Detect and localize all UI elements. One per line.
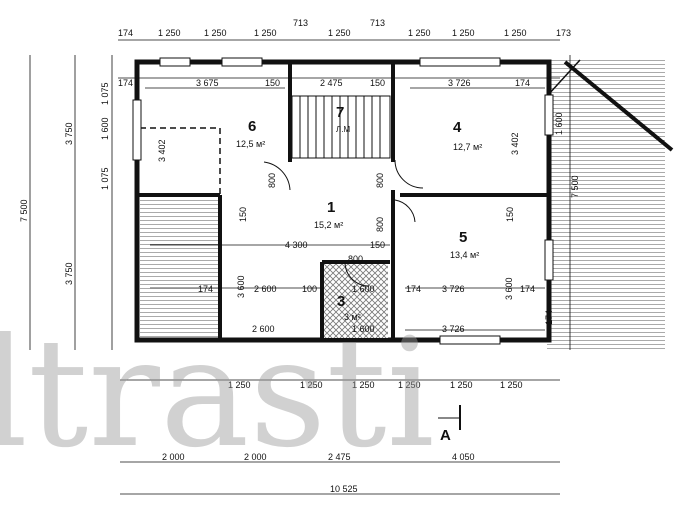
svg-text:1 250: 1 250 [328,28,351,38]
svg-text:3 600: 3 600 [504,277,514,300]
svg-text:7 500: 7 500 [570,175,580,198]
svg-text:1 250: 1 250 [452,28,475,38]
svg-text:713: 713 [370,18,385,28]
svg-text:3 402: 3 402 [510,132,520,155]
svg-text:3 675: 3 675 [196,78,219,88]
top-dims-row1: 174 1 250 1 250 1 250 713 713 1 250 1 25… [118,18,571,38]
dimension-lines [29,39,571,495]
svg-text:12,7 м²: 12,7 м² [453,142,482,152]
svg-text:150: 150 [238,207,248,222]
stairs [291,95,391,159]
svg-text:2 000: 2 000 [244,452,267,462]
svg-text:173: 173 [556,28,571,38]
svg-text:1 075: 1 075 [100,167,110,190]
svg-text:2 475: 2 475 [328,452,351,462]
svg-text:2 475: 2 475 [320,78,343,88]
svg-text:1 250: 1 250 [204,28,227,38]
svg-text:5: 5 [459,229,467,246]
top-dims-row2: 174 3 675 150 2 475 150 3 726 174 [118,78,530,88]
svg-text:174: 174 [515,78,530,88]
svg-text:2 600: 2 600 [254,284,277,294]
svg-text:А: А [440,427,451,444]
svg-text:1 250: 1 250 [450,380,473,390]
bottom-dims-row1: 1 250 1 250 1 250 1 250 1 250 1 250 [228,380,523,390]
bathroom-tile [324,264,388,338]
svg-text:800: 800 [375,217,385,232]
svg-text:4 050: 4 050 [452,452,475,462]
svg-text:1 250: 1 250 [408,28,431,38]
svg-text:1 250: 1 250 [398,380,421,390]
svg-text:3 726: 3 726 [442,284,465,294]
svg-text:174: 174 [520,284,535,294]
svg-text:3 402: 3 402 [157,139,167,162]
bottom-dims-row2: 2 000 2 000 2 475 4 050 [162,452,475,462]
svg-text:1 250: 1 250 [500,380,523,390]
svg-text:150: 150 [265,78,280,88]
svg-text:150: 150 [370,78,385,88]
svg-text:4: 4 [453,119,462,136]
svg-text:800: 800 [375,173,385,188]
svg-text:3 750: 3 750 [64,262,74,285]
svg-text:1: 1 [327,199,335,216]
svg-text:150: 150 [370,240,385,250]
svg-text:15,2 м²: 15,2 м² [314,220,343,230]
svg-text:4 300: 4 300 [285,240,308,250]
windows [132,57,554,345]
svg-text:150: 150 [505,207,515,222]
svg-text:1 600: 1 600 [352,324,375,334]
svg-text:2 600: 2 600 [252,324,275,334]
svg-text:1 250: 1 250 [352,380,375,390]
svg-text:12,5 м²: 12,5 м² [236,139,265,149]
svg-text:3 726: 3 726 [448,78,471,88]
svg-text:1 250: 1 250 [158,28,181,38]
interior-walls [137,62,549,340]
svg-text:13,4 м²: 13,4 м² [450,250,479,260]
svg-text:800: 800 [267,173,277,188]
svg-text:1 075: 1 075 [100,82,110,105]
svg-text:1 600: 1 600 [352,284,375,294]
svg-text:3 м²: 3 м² [344,312,361,322]
svg-text:174: 174 [118,78,133,88]
svg-text:2 000: 2 000 [162,452,185,462]
room-labels: 1 15,2 м² 3 3 м² 4 12,7 м² 5 13,4 м² 6 1… [236,104,482,322]
left-dims: 1 075 1 600 1 075 3 750 7 500 3 750 [19,82,110,285]
svg-text:100: 100 [302,284,317,294]
svg-text:3 600: 3 600 [236,275,246,298]
total-width-dim: 10 525 [330,484,358,494]
roof-hatch-left [140,200,218,338]
svg-text:174: 174 [406,284,421,294]
svg-text:7: 7 [336,104,344,121]
svg-text:1 250: 1 250 [300,380,323,390]
svg-text:7 500: 7 500 [19,199,29,222]
svg-text:3: 3 [337,293,345,310]
svg-text:1 600: 1 600 [100,117,110,140]
svg-text:1 600: 1 600 [554,112,564,135]
door-swings [263,159,424,287]
watermark: ltrasti [0,307,435,481]
svg-text:1 250: 1 250 [254,28,277,38]
roof-hatch-right [547,60,665,350]
svg-text:3 750: 3 750 [64,122,74,145]
svg-text:713: 713 [293,18,308,28]
svg-text:1 250: 1 250 [228,380,251,390]
svg-text:174: 174 [544,310,554,325]
svg-text:Л.М: Л.М [336,125,350,134]
right-dims: 1 600 7 500 [554,112,580,198]
svg-text:3 726: 3 726 [442,324,465,334]
svg-text:800: 800 [348,254,363,264]
svg-text:1 250: 1 250 [504,28,527,38]
interior-dims: 3 402 3 402 4 300 150 150 150 174 174 17… [157,132,554,334]
svg-text:174: 174 [118,28,133,38]
svg-text:174: 174 [198,284,213,294]
outer-walls [134,59,552,343]
section-mark: А [438,405,461,444]
svg-text:6: 6 [248,118,256,135]
